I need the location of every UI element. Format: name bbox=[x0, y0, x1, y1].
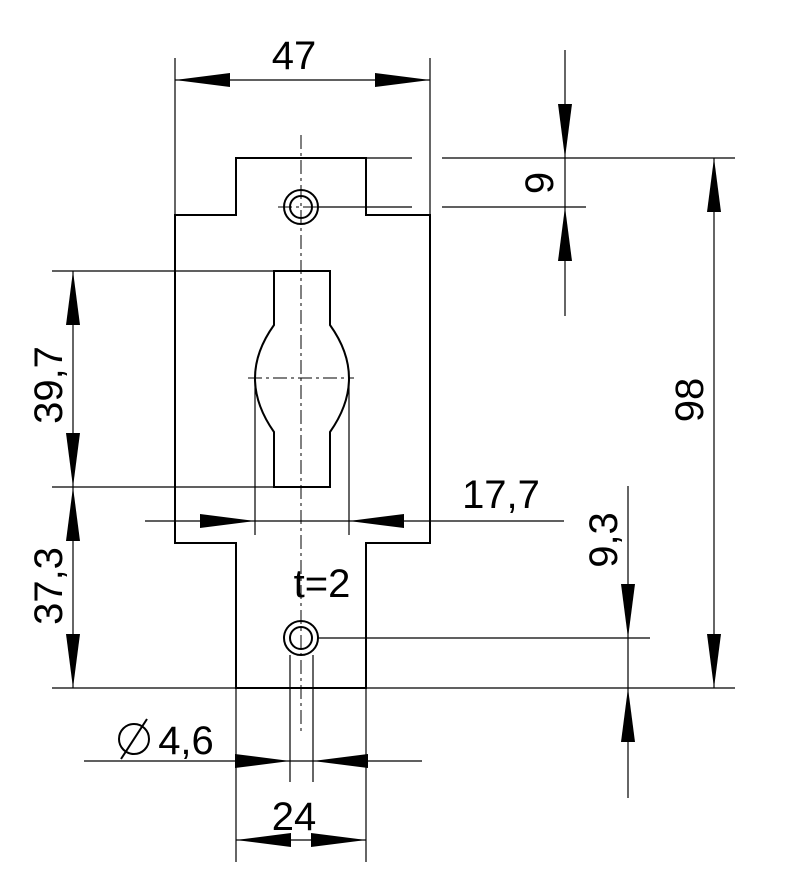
diameter-symbol-icon bbox=[118, 718, 150, 760]
arrow-9-3-top bbox=[621, 584, 635, 638]
arrow-24-left bbox=[236, 833, 291, 847]
plate-outline bbox=[174, 157, 431, 689]
arrow-24-right bbox=[311, 833, 366, 847]
dimension-37-3: 37,3 bbox=[27, 547, 71, 625]
dimension-98: 98 bbox=[668, 378, 712, 423]
dimension-9: 9 bbox=[518, 172, 562, 194]
arrow-39-7-bottom bbox=[66, 433, 80, 487]
keyhole-slot bbox=[254, 270, 350, 488]
dimension-9-3: 9,3 bbox=[582, 512, 626, 568]
arrow-9-3-bottom bbox=[621, 688, 635, 742]
arrow-4-6-right bbox=[313, 754, 368, 768]
dimension-47: 47 bbox=[272, 34, 317, 78]
arrow-47-left bbox=[175, 73, 230, 87]
dimension-24: 24 bbox=[272, 795, 317, 839]
arrow-98-top bbox=[707, 158, 721, 212]
arrow-98-bottom bbox=[707, 634, 721, 688]
arrow-37-3-bottom bbox=[66, 634, 80, 688]
thickness-note: t=2 bbox=[294, 562, 351, 606]
dimension-4-6: 4,6 bbox=[158, 719, 214, 763]
arrow-17-7-left bbox=[200, 514, 255, 528]
arrow-37-3-top bbox=[66, 487, 80, 541]
arrow-9-top bbox=[558, 104, 572, 158]
arrow-9-bottom bbox=[558, 207, 572, 261]
arrow-4-6-left bbox=[235, 754, 290, 768]
dimension-39-7: 39,7 bbox=[27, 346, 71, 424]
dimension-17-7: 17,7 bbox=[462, 473, 540, 517]
arrow-39-7-top bbox=[66, 271, 80, 325]
arrow-47-right bbox=[375, 73, 430, 87]
arrow-17-7-right bbox=[349, 514, 404, 528]
